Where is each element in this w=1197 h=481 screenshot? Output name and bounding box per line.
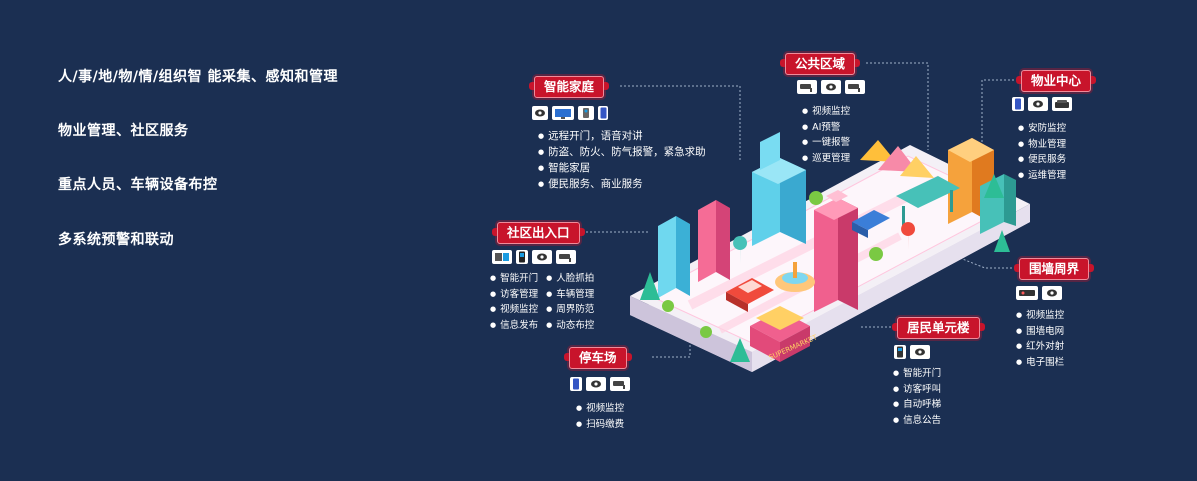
fountain: [775, 262, 815, 292]
list-item: 扫码缴费: [576, 417, 624, 433]
smart-home-tag[interactable]: 智能家庭: [528, 76, 610, 98]
tent-roofs: [860, 140, 934, 178]
list-item: 视频监控: [576, 401, 624, 417]
community-entrance-icons: [492, 250, 576, 264]
property-center-icons: [1012, 97, 1072, 111]
camera-icon: [532, 250, 552, 264]
list-item: 视频监控: [490, 302, 538, 318]
list-item: 运维管理: [1018, 168, 1066, 184]
connector-property-center: [981, 79, 1018, 150]
building-cyan: [752, 132, 806, 246]
left-text-4: 多系统预警和联动: [58, 232, 174, 248]
bullet-camera-icon: [797, 80, 817, 94]
camera-icon: [1042, 286, 1062, 300]
list-item: 信息公告: [893, 413, 941, 429]
access-panel-icon: [516, 250, 528, 264]
camera-icon: [1028, 97, 1048, 111]
list-item: 安防监控: [1018, 121, 1066, 137]
sensor-icon: [1016, 286, 1038, 300]
list-item: 电子围栏: [1016, 355, 1064, 371]
building-left-towers: [658, 200, 730, 298]
community-entrance-list: 智能开门 人脸抓拍 访客管理 车辆管理 视频监控 周界防范 信息发布 动态布控: [490, 271, 594, 333]
list-item: 访客管理: [490, 287, 538, 303]
list-item: 智能开门: [490, 271, 538, 287]
list-item: AI预警: [802, 120, 850, 136]
red-car: [726, 278, 774, 312]
router-icon: [578, 106, 594, 120]
list-item: 智能开门: [893, 366, 941, 382]
list-item: 自动呼梯: [893, 397, 941, 413]
residential-unit-icons: [894, 345, 930, 359]
residential-unit-tag[interactable]: 居民单元楼: [892, 317, 985, 339]
camera-icon: [821, 80, 841, 94]
community-entrance-tag[interactable]: 社区出入口: [492, 222, 585, 244]
property-center-tag[interactable]: 物业中心: [1015, 70, 1097, 92]
smart-home-list: 远程开门，语音对讲 防盗、防火、防气报警，紧急求助 智能家居 便民服务、商业服务: [538, 128, 706, 192]
parking-list: 视频监控 扫码缴费: [576, 401, 624, 432]
public-area-tag[interactable]: 公共区域: [779, 53, 861, 75]
list-item: 信息发布: [490, 318, 538, 334]
bullet-camera-icon: [845, 80, 865, 94]
camera-icon: [586, 377, 606, 391]
blue-car: [852, 210, 890, 238]
list-item: 周界防范: [546, 302, 594, 318]
perimeter-wall-list: 视频监控 围墙电网 红外对射 电子围栏: [1016, 308, 1064, 370]
connector-smart-home: [620, 85, 741, 160]
property-center-list: 安防监控 物业管理 便民服务 运维管理: [1018, 121, 1066, 183]
list-item: 人脸抓拍: [546, 271, 594, 287]
list-item: 围墙电网: [1016, 324, 1064, 340]
building-pink-center: [814, 190, 858, 312]
list-item: 物业管理: [1018, 137, 1066, 153]
list-item: 车辆管理: [546, 287, 594, 303]
list-item: 防盗、防火、防气报警，紧急求助: [538, 144, 706, 160]
list-item: 红外对射: [1016, 339, 1064, 355]
perimeter-wall-icons: [1016, 286, 1062, 300]
camera-icon: [910, 345, 930, 359]
list-item: 便民服务、商业服务: [538, 176, 706, 192]
parking-tag[interactable]: 停车场: [564, 347, 631, 369]
phone-icon: [1012, 97, 1024, 111]
bus-stop: [896, 176, 960, 228]
camera-icon: [532, 106, 548, 120]
list-item: 巡更管理: [802, 151, 850, 167]
list-item: 视频监控: [802, 104, 850, 120]
public-area-icons: [797, 80, 865, 94]
parking-icons: [570, 377, 630, 391]
phone-icon: [570, 377, 582, 391]
residential-unit-list: 智能开门 访客呼叫 自动呼梯 信息公告: [893, 366, 941, 428]
list-item: 一键报警: [802, 135, 850, 151]
face-terminal-icon: [492, 250, 512, 264]
connector-lines: [578, 62, 1018, 358]
list-item: 便民服务: [1018, 152, 1066, 168]
left-text-1: 人/事/地/物/情/组织智 能采集、感知和管理: [58, 69, 338, 85]
bushes: [662, 191, 883, 338]
phone-icon: [598, 106, 608, 120]
list-item: 动态布控: [546, 318, 594, 334]
bullet-camera-icon: [556, 250, 576, 264]
list-item: 远程开门，语音对讲: [538, 128, 706, 144]
left-text-2: 物业管理、社区服务: [58, 123, 189, 139]
map-pins: [733, 222, 916, 264]
bullet-camera-icon: [610, 377, 630, 391]
connector-perimeter-wall: [959, 257, 1012, 269]
list-item: 视频监控: [1016, 308, 1064, 324]
connector-parking: [652, 340, 691, 358]
smart-home-icons: [532, 106, 608, 120]
perimeter-wall-tag[interactable]: 围墙周界: [1013, 258, 1095, 280]
left-text-3: 重点人员、车辆设备布控: [58, 177, 218, 193]
desk-phone-icon: [1052, 97, 1072, 111]
list-item: 访客呼叫: [893, 382, 941, 398]
connector-public-area: [866, 62, 929, 150]
intercom-icon: [894, 345, 906, 359]
supermarket: [750, 306, 810, 362]
public-area-list: 视频监控 AI预警 一键报警 巡更管理: [802, 104, 850, 166]
trees: [640, 174, 1010, 362]
list-item: 智能家居: [538, 160, 706, 176]
monitor-icon: [552, 106, 574, 120]
